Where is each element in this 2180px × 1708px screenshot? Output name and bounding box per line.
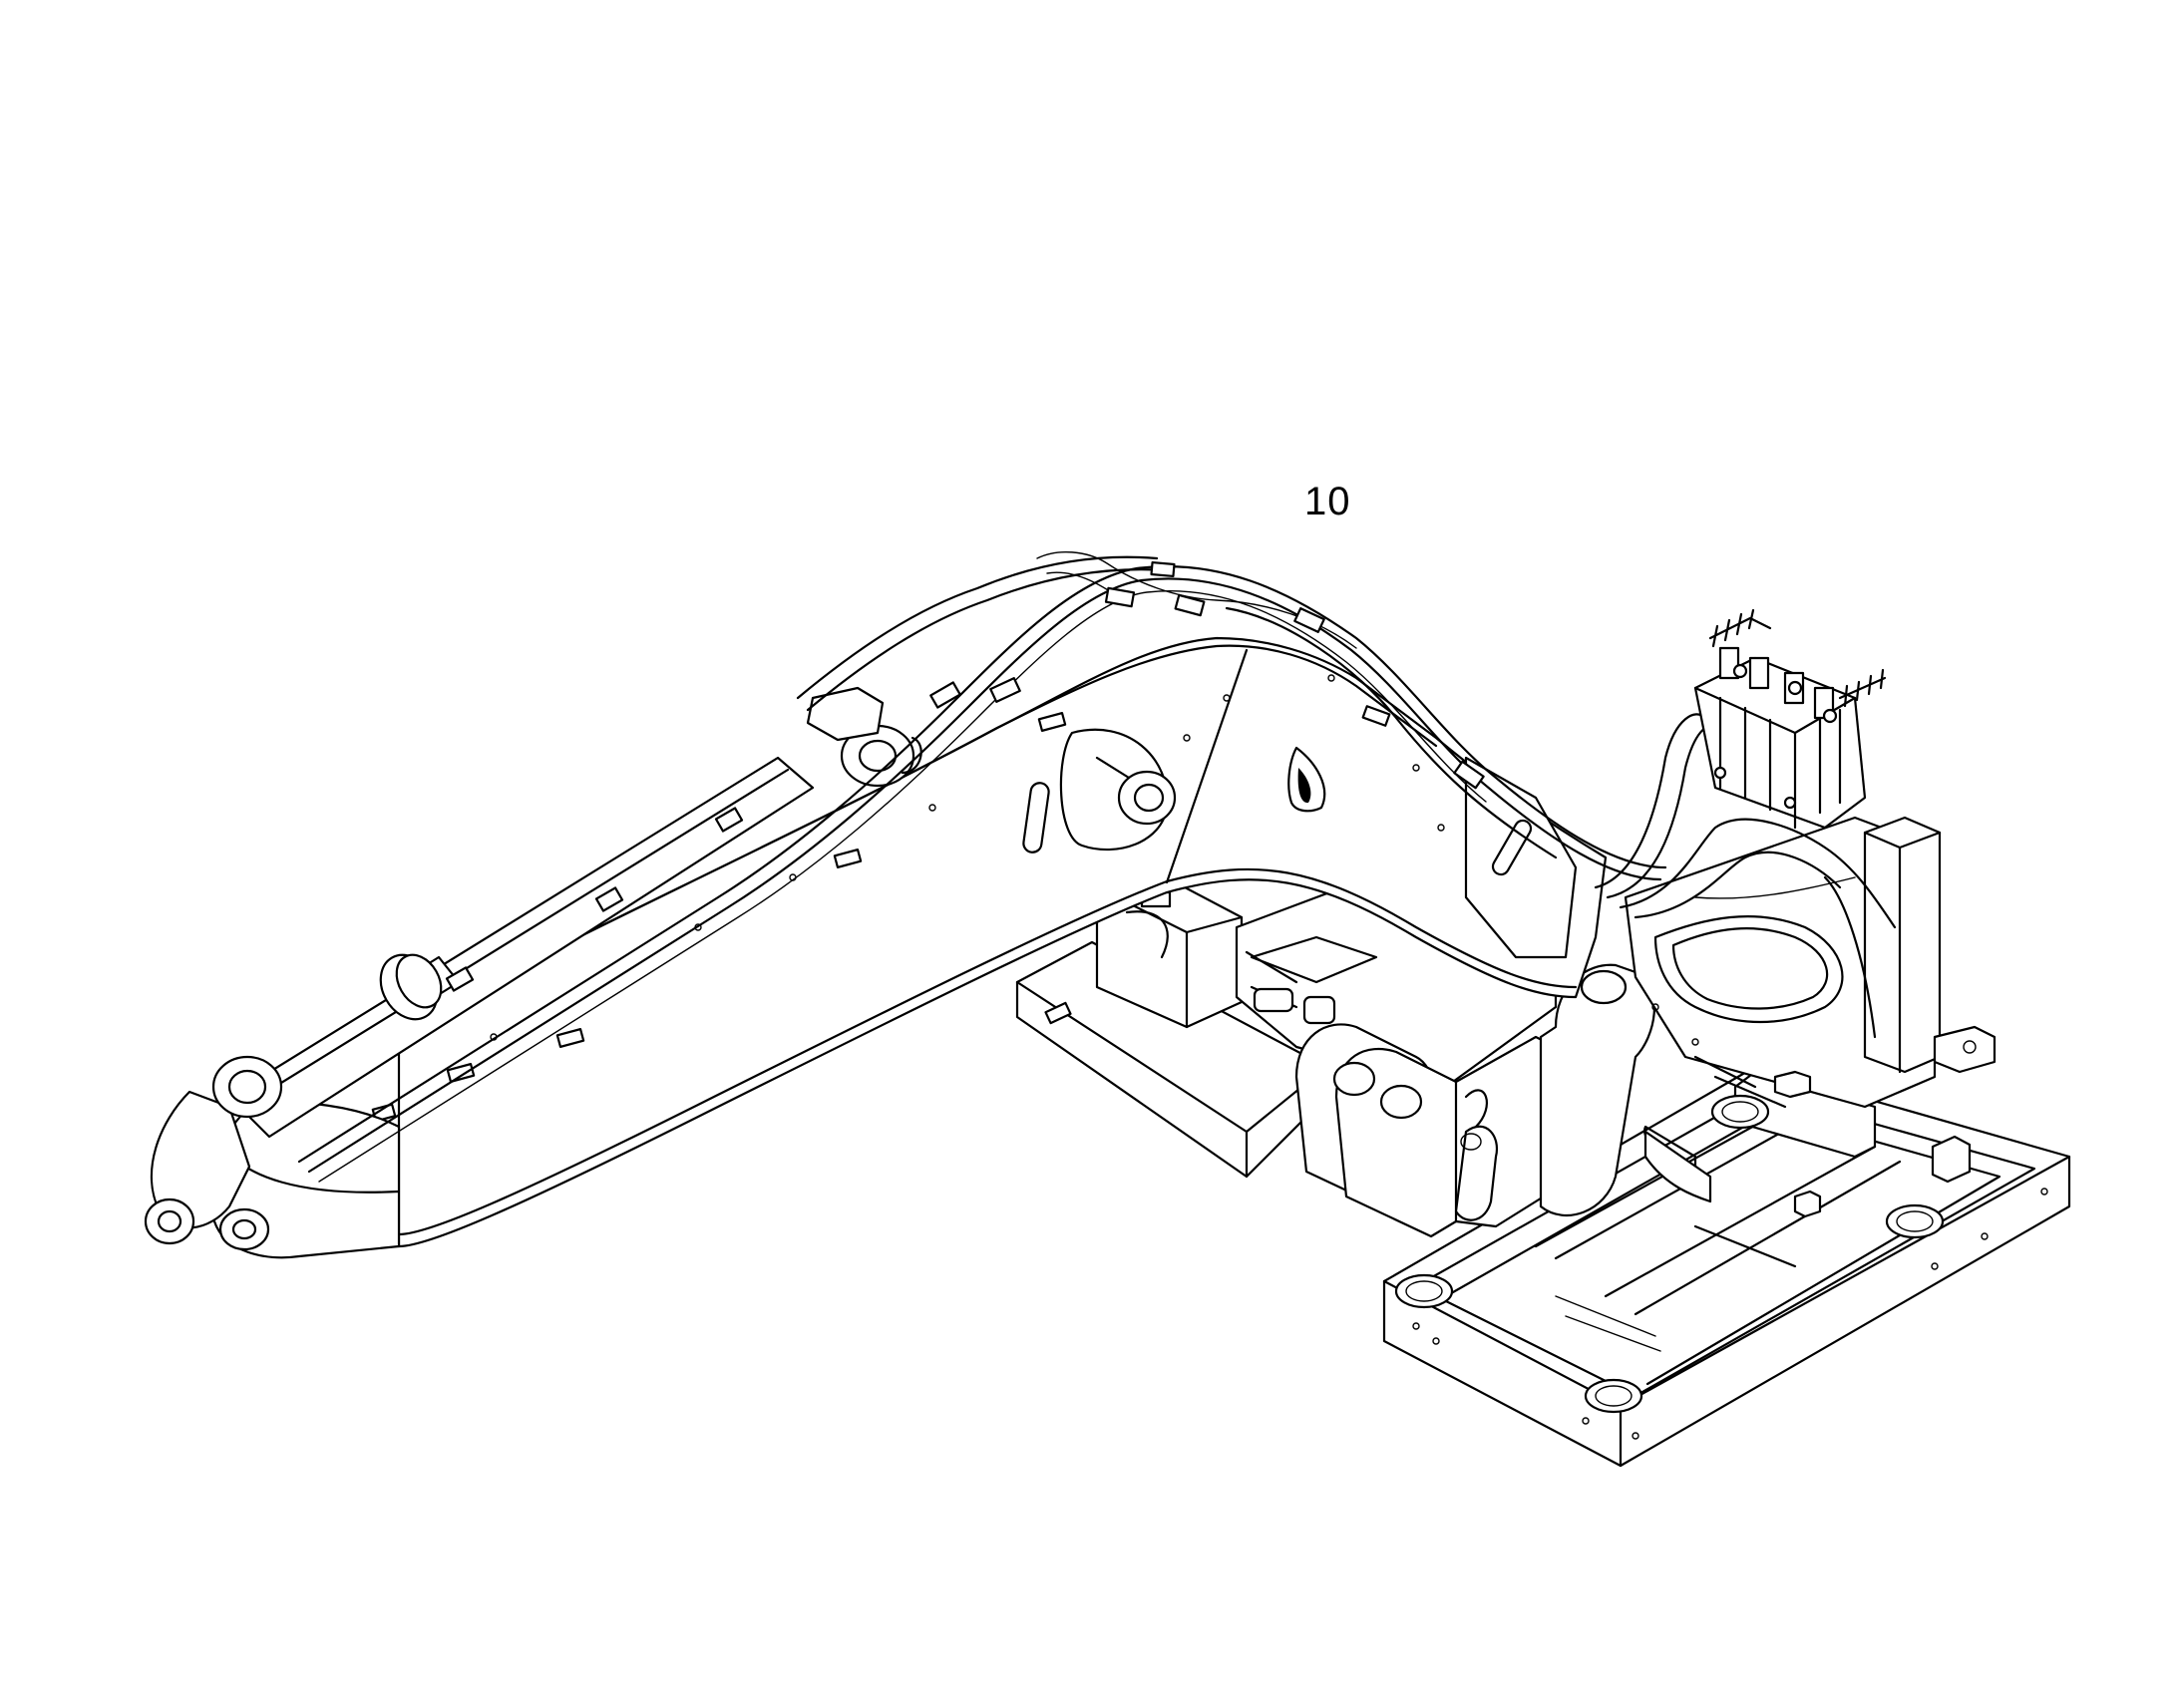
base-frame [1382, 1065, 2071, 1468]
callout-label: 10 [1304, 480, 1351, 523]
control-valve [1693, 608, 1887, 830]
hydraulic-hoses [297, 550, 1897, 1183]
hydraulic-cylinder [211, 686, 922, 1139]
